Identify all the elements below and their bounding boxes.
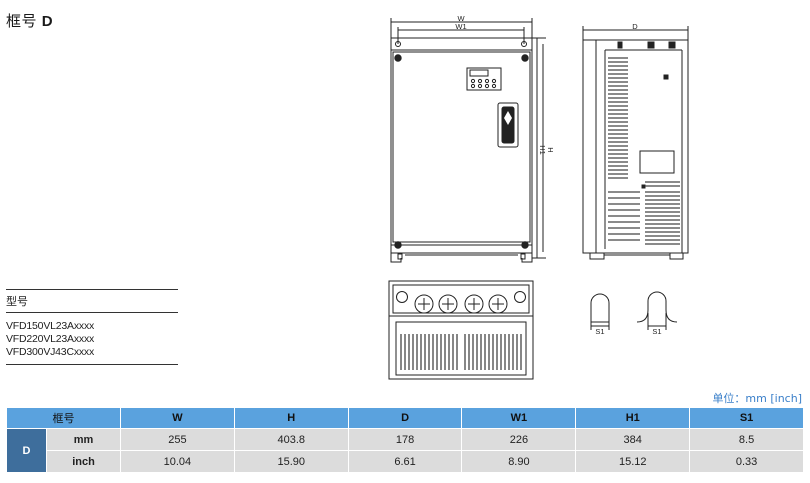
table-cell: 384 [575,428,691,451]
model-item: VFD300VJ43Cxxxx [6,346,95,358]
dim-label-d: D [632,22,638,31]
frame-title-code: D [41,13,54,30]
model-item: VFD220VL23Axxxx [6,333,95,345]
unit-cell: inch [46,450,121,473]
table-row: D mm 255 403.8 178 226 384 8.5 [6,428,804,473]
table-cell: 8.5 [689,428,804,451]
model-heading: 型号 [6,295,28,308]
table-cell: 178 [347,428,463,451]
dim-label-h: H [546,147,555,152]
table-cell: 226 [461,428,577,451]
model-rule-mid [6,312,178,313]
bottom-view-drawing [388,280,534,380]
model-rule-top [6,289,178,290]
dimension-drawings: W W1 H1 H D S1 S1 [388,14,689,380]
detail-label-s1-a: S1 [595,327,604,336]
table-cell: 15.90 [233,450,349,473]
table-cell: 0.33 [689,450,804,473]
frame-cell: D [6,428,47,473]
table-cell: 6.61 [347,450,463,473]
model-item: VFD150VL23Axxxx [6,320,95,332]
col-header-w1: W1 [461,407,577,429]
table-cell: 255 [120,428,235,451]
frame-title: 框号 D [6,10,53,31]
model-rule-bottom [6,364,178,365]
table-row: inch 10.04 15.90 6.61 8.90 15.12 0.33 [7,450,804,473]
dim-label-h1: H1 [538,145,547,155]
dimension-table: 框号 W H D W1 H1 S1 D mm 255 403.8 178 226… [6,407,804,473]
s1-detail-drawing [590,291,678,330]
col-header-s1: S1 [689,407,804,429]
table-cell: 10.04 [120,450,235,473]
detail-label-s1-b: S1 [652,327,661,336]
table-cell: 8.90 [461,450,577,473]
table-cell: 15.12 [575,450,691,473]
dim-label-w1: W1 [455,22,466,31]
col-header-h1: H1 [575,407,691,429]
unit-note: 单位：mm [inch] [712,392,802,405]
frame-title-label: 框号 [6,12,38,30]
table-cell: 403.8 [233,428,349,451]
dim-label-w: W [457,14,465,23]
col-header-frame: 框号 [6,407,121,429]
col-header-d: D [347,407,463,429]
col-header-h: H [233,407,349,429]
unit-cell: mm [46,428,121,451]
front-view-drawing [390,18,546,263]
col-header-w: W [120,407,235,429]
side-view-drawing [582,26,689,260]
table-header-row: 框号 W H D W1 H1 S1 [6,407,804,429]
